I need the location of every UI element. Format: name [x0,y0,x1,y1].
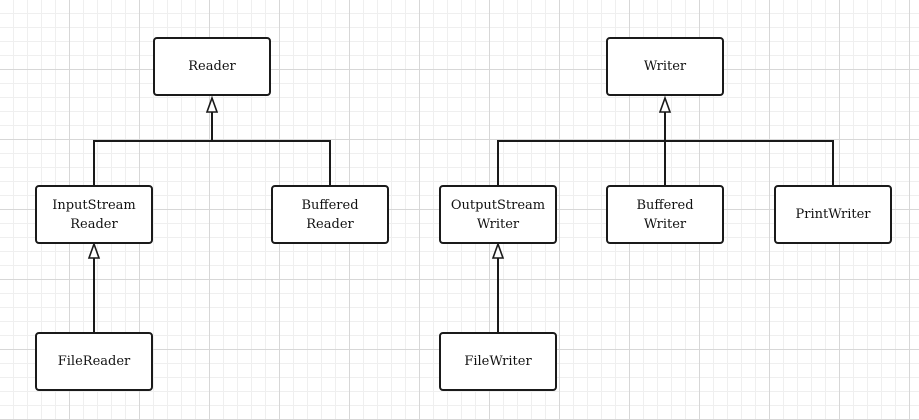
node-label-line-2: Reader [70,216,118,232]
inheritance-arrowhead [658,95,672,113]
node-label: Writer [643,59,687,74]
node-buffered-reader[interactable]: Buffered Reader [271,185,389,244]
node-inputstream-reader[interactable]: InputStream Reader [35,185,153,244]
edge-bufferedreader-to-reader [212,140,331,186]
node-label-line-1: InputStream [52,197,136,213]
inheritance-arrowhead [205,95,219,113]
node-reader[interactable]: Reader [153,37,271,96]
node-writer[interactable]: Writer [606,37,724,96]
inheritance-arrowhead [87,241,101,259]
node-print-writer[interactable]: PrintWriter [774,185,892,244]
node-file-reader[interactable]: FileReader [35,332,153,391]
node-label: FileWriter [464,354,532,369]
node-label-line-2: Writer [476,216,520,232]
node-label-line-2: Reader [306,216,354,232]
node-label: Reader [188,59,236,74]
node-label: FileReader [57,354,131,369]
node-outputstream-writer[interactable]: OutputStream Writer [439,185,557,244]
node-buffered-writer[interactable]: Buffered Writer [606,185,724,244]
edge-printwriter-to-writer [665,140,834,186]
edge-inputstreamreader-to-reader [93,112,213,186]
edge-outputstreamwriter-to-writer [497,112,666,186]
node-label: PrintWriter [795,207,871,222]
inheritance-arrowhead [491,241,505,259]
node-label-line-2: Writer [643,216,687,232]
node-label-line-1: Buffered [301,197,359,213]
node-label-line-1: Buffered [636,197,694,213]
node-label-line-1: OutputStream [450,197,546,213]
node-file-writer[interactable]: FileWriter [439,332,557,391]
